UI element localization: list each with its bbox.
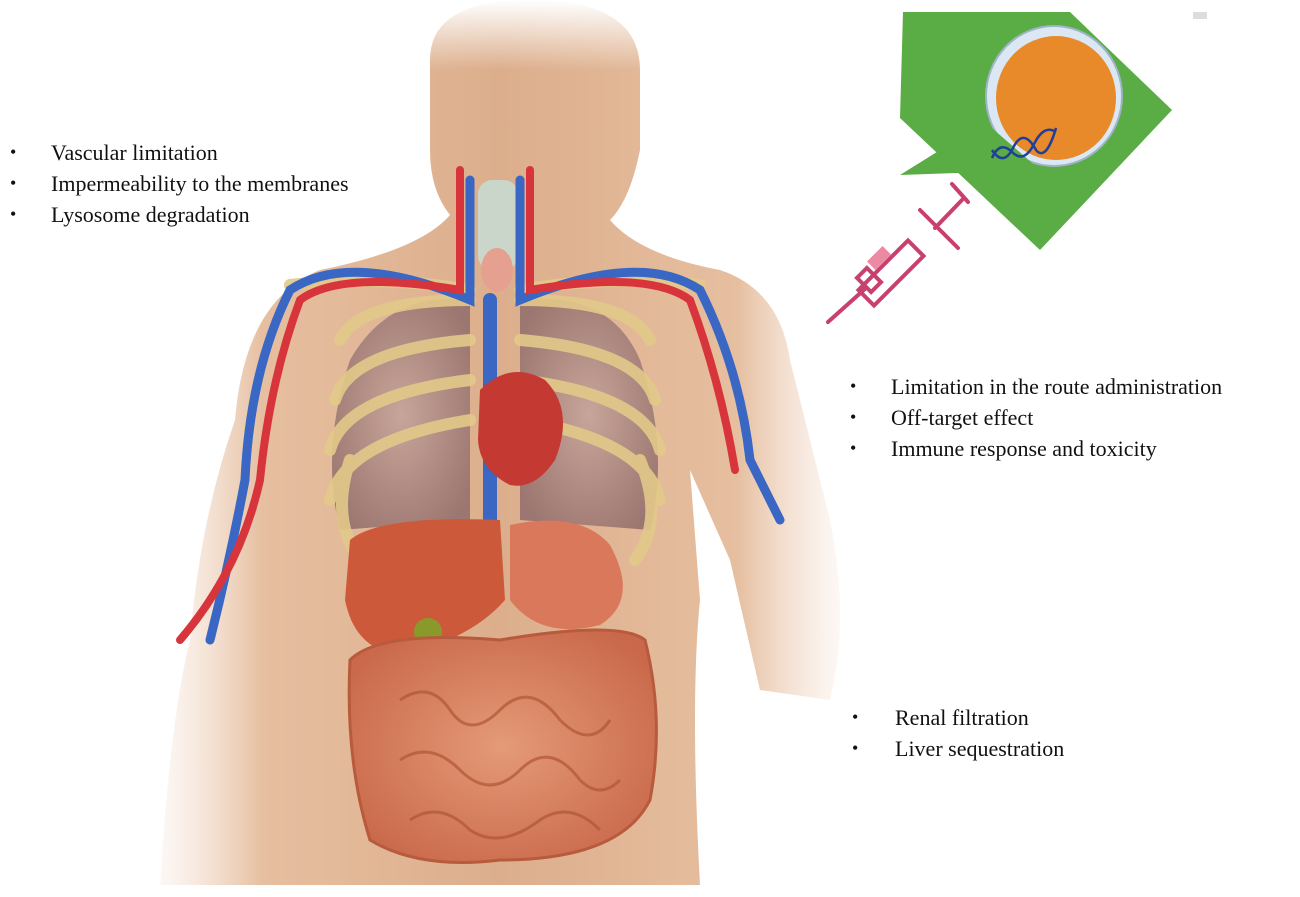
list-item: Impermeability to the membranes — [10, 168, 349, 199]
list-item: Limitation in the route administration — [850, 371, 1222, 402]
list-item: Renal filtration — [852, 702, 1064, 733]
list-item: Immune response and toxicity — [850, 433, 1222, 464]
blood-vessels — [176, 166, 785, 645]
right-lung — [520, 298, 658, 530]
dna-icon — [990, 127, 1058, 160]
trachea — [478, 180, 518, 270]
clearance-barriers-list: Renal filtration Liver sequestration — [852, 702, 1064, 764]
thyroid — [481, 248, 513, 292]
stomach — [510, 520, 623, 630]
syringe-icon — [826, 182, 970, 324]
list-item: Lysosome degradation — [10, 199, 349, 230]
liver — [345, 519, 505, 655]
left-lung — [332, 298, 470, 530]
list-item: Liver sequestration — [852, 733, 1064, 764]
heart — [478, 372, 563, 486]
administration-barriers-list: Limitation in the route administration O… — [850, 371, 1222, 464]
list-item: Off-target effect — [850, 402, 1222, 433]
intestines — [347, 628, 658, 864]
list-item: Vascular limitation — [10, 137, 349, 168]
small-mark — [1193, 12, 1207, 19]
tissue-barriers-list: Vascular limitation Impermeability to th… — [10, 137, 349, 230]
vector-core — [996, 36, 1116, 160]
